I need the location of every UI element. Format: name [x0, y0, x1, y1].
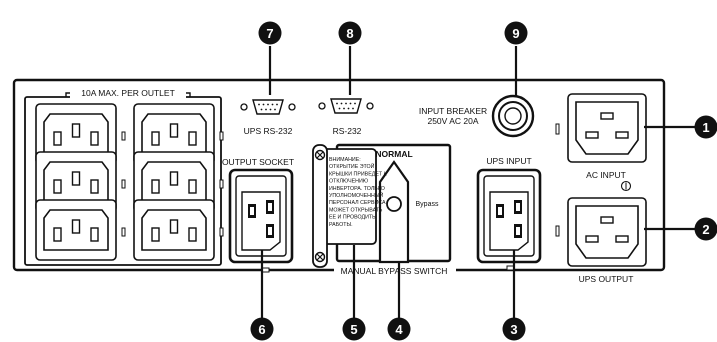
svg-text:8: 8 — [346, 26, 353, 41]
warning-line: МОЖЕТ ОТКРЫВАТЬ — [329, 207, 383, 213]
ups-input-label: UPS INPUT — [486, 156, 531, 166]
bypass-label: Bypass — [416, 201, 439, 208]
svg-text:9: 9 — [512, 26, 519, 41]
callout-1: 1 — [694, 115, 717, 139]
callout-4: 4 — [387, 317, 411, 341]
svg-text:5: 5 — [350, 322, 357, 337]
warning-line: ИНВЕРТОРА. ТОЛЬКО — [329, 186, 385, 192]
ups-output-label: UPS OUTPUT — [579, 274, 634, 284]
normal-label: NORMAL — [375, 149, 412, 159]
warning-line: ОТКРЫТИЕ ЭТОЙ — [329, 162, 375, 170]
svg-text:2: 2 — [702, 222, 709, 237]
callout-8: 8 — [338, 21, 362, 45]
callout-9: 9 — [504, 21, 528, 45]
rs232-port[interactable] — [318, 98, 374, 114]
ups-rs232-port[interactable] — [240, 99, 296, 115]
callout-6: 6 — [250, 317, 274, 341]
protective-earth-icon — [620, 180, 632, 192]
warning-line: ОТКЛЮЧЕНИЮ — [329, 179, 369, 185]
svg-text:4: 4 — [395, 322, 403, 337]
warning-line: ЕЕ И ПРОВОДИТЬ — [329, 215, 376, 221]
callout-7: 7 — [258, 21, 282, 45]
ac-input-inlet[interactable] — [567, 93, 647, 163]
warning-line: УПОЛНОМОЧЕННЫЙ — [329, 191, 383, 199]
rs232-label: RS-232 — [333, 126, 362, 136]
warning-line: КРЫШКИ ПРИВЕДЕТ К — [329, 171, 388, 177]
svg-text:6: 6 — [258, 322, 265, 337]
outlet-5[interactable] — [35, 199, 117, 261]
callout-3: 3 — [502, 317, 526, 341]
svg-text:3: 3 — [510, 322, 517, 337]
ups-input-socket[interactable] — [476, 168, 542, 264]
output-socket-label: OUTPUT SOCKET — [222, 157, 294, 167]
ac-input-label: AC INPUT — [586, 170, 626, 180]
bypass-switch-knob[interactable] — [378, 160, 410, 264]
callout-lines — [260, 46, 695, 325]
output-outlet-group: 10A MAX. PER OUTLET — [24, 88, 224, 266]
output-socket[interactable] — [228, 168, 294, 264]
manual-bypass-switch-label: MANUAL BYPASS SWITCH — [341, 266, 448, 276]
warning-line: ПЕРСОНАЛ СЕРВИСА — [329, 200, 386, 206]
ups-rs232-label: UPS RS-232 — [244, 126, 293, 136]
input-breaker-label-2: 250V AC 20A — [427, 116, 478, 126]
outlet-group-label: 10A MAX. PER OUTLET — [81, 88, 175, 98]
warning-line: ВНИМАНИЕ: — [329, 157, 361, 163]
svg-text:1: 1 — [702, 120, 709, 135]
callout-5: 5 — [342, 317, 366, 341]
outlet-6[interactable] — [133, 199, 215, 261]
input-breaker-label-1: INPUT BREAKER — [419, 106, 487, 116]
ups-output-inlet[interactable] — [567, 197, 647, 267]
callout-2: 2 — [694, 217, 717, 241]
input-breaker[interactable] — [491, 94, 535, 138]
svg-text:7: 7 — [266, 26, 273, 41]
warning-line: РАБОТЫ. — [329, 222, 353, 228]
